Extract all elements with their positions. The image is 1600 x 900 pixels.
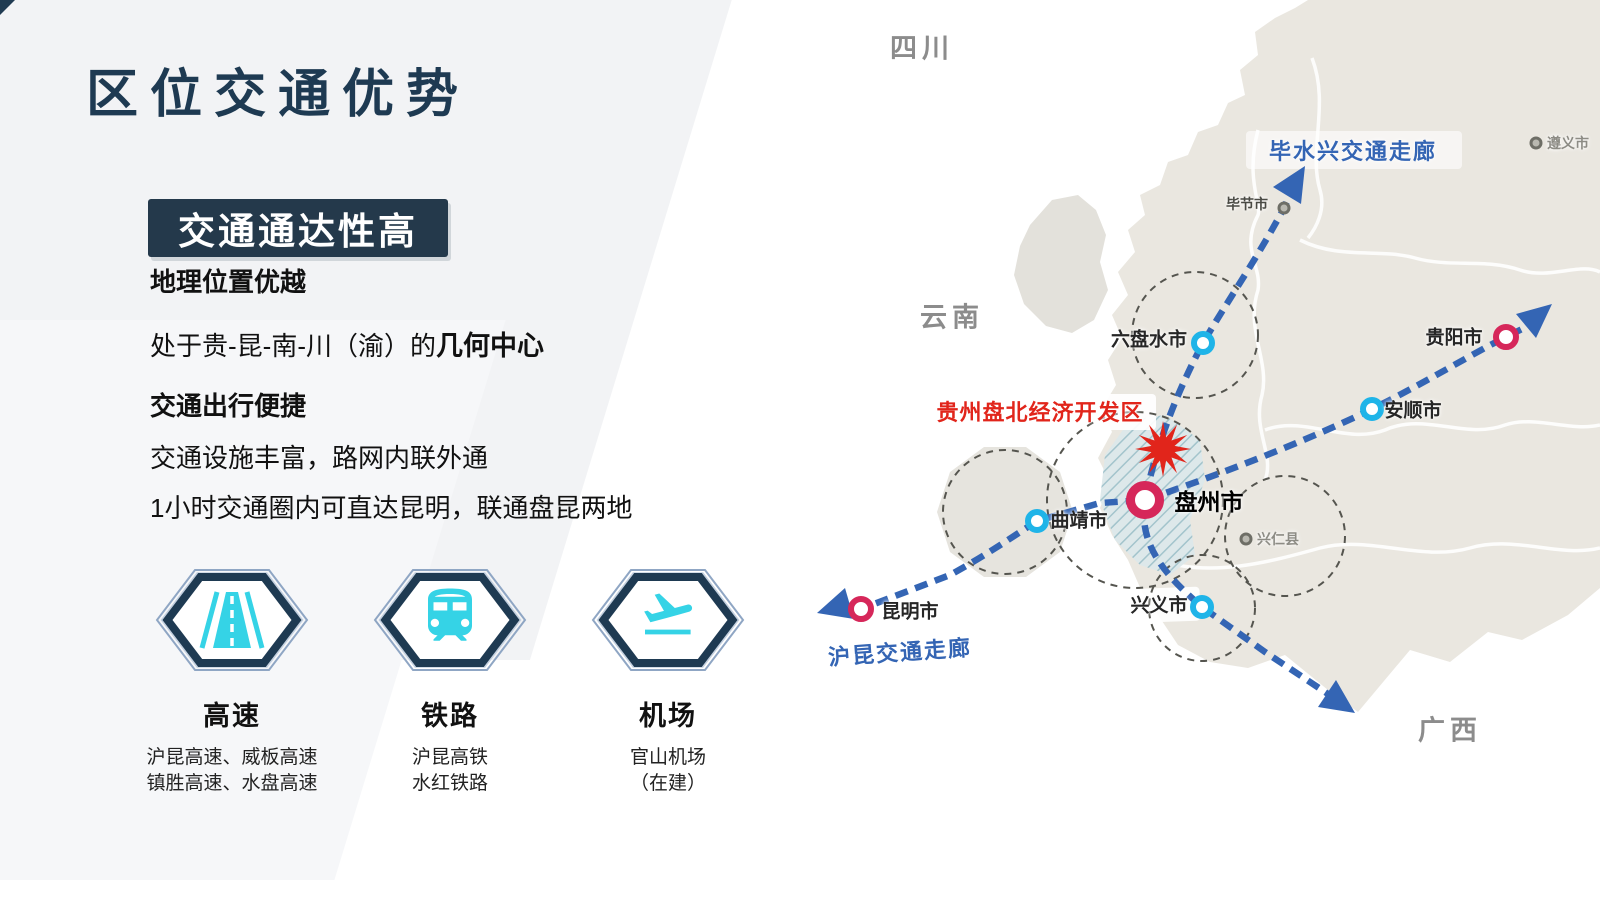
train-icon xyxy=(373,569,527,671)
zone-label: 贵州盘北经济开发区 xyxy=(936,400,1144,425)
city-label-xingren: 兴仁县 xyxy=(1257,531,1299,547)
xingyi-marker xyxy=(1190,595,1214,619)
card-line: 镇胜高速、水盘高速 xyxy=(146,773,318,795)
kunming-marker xyxy=(848,596,874,622)
corridor-label-bishuixing: 毕水兴交通走廊 xyxy=(1268,139,1438,164)
card-airport: 机场 官山机场 （在建） xyxy=(558,550,778,797)
card-line: （在建） xyxy=(629,773,706,795)
city-label-qujing: 曲靖市 xyxy=(1050,510,1108,532)
city-label-panzhou: 盘州市 xyxy=(1174,489,1244,515)
province-label-sichuan: 四川 xyxy=(890,33,954,64)
province-label-guangxi: 广西 xyxy=(1418,715,1482,746)
region-map: 四川 云南 广西 毕水兴交通走廊 沪昆交通走廊 贵州盘北经济开发区 毕节市 遵义… xyxy=(760,0,1600,790)
arrow-southeast xyxy=(1318,680,1355,713)
card-highway: 高速 沪昆高速、威板高速 镇胜高速、水盘高速 xyxy=(122,550,342,797)
card-line: 沪昆高铁 xyxy=(411,747,488,768)
qujing-landmass xyxy=(937,447,1073,577)
zone-star-icon xyxy=(1135,421,1191,477)
city-label-liupanshui: 六盘水市 xyxy=(1110,329,1188,351)
intro-line-geometric-center: 处于贵-昆-南-川（渝）的几何中心 xyxy=(150,324,544,363)
city-label-zunyi: 遵义市 xyxy=(1547,135,1589,151)
card-line: 沪昆高速、威板高速 xyxy=(146,747,318,768)
qujing-marker xyxy=(1025,509,1049,533)
plane-icon xyxy=(591,569,745,671)
guiyang-marker xyxy=(1493,324,1519,350)
hukun-corridor-route xyxy=(834,322,1532,613)
panzhou-marker xyxy=(1126,481,1164,519)
highway-icon xyxy=(155,569,309,671)
section-badge: 交通通达性高 xyxy=(148,199,448,257)
city-label-kunming: 昆明市 xyxy=(881,601,939,623)
zunyi-marker xyxy=(1529,136,1543,150)
intro-heading-location: 地理位置优越 xyxy=(150,267,307,297)
yunnan-landmass xyxy=(1014,195,1108,333)
intro-line-prefix: 处于贵-昆-南-川（渝）的 xyxy=(150,331,436,361)
corner-decoration xyxy=(0,0,15,15)
card-line: 官山机场 xyxy=(629,747,706,768)
intro-line-one-hour: 1小时交通圈内可直达昆明，联通盘昆两地 xyxy=(150,493,633,523)
xingren-marker xyxy=(1239,532,1253,546)
bishuixing-corridor-route xyxy=(1140,181,1330,697)
city-label-xingyi: 兴义市 xyxy=(1130,595,1188,617)
card-title: 高速 xyxy=(203,701,261,731)
arrow-northeast xyxy=(1273,166,1305,204)
map-graphic xyxy=(799,0,1600,713)
intro-heading-travel: 交通出行便捷 xyxy=(150,391,307,421)
arrow-west xyxy=(817,588,854,619)
city-label-guiyang: 贵阳市 xyxy=(1425,327,1483,349)
city-label-bijie: 毕节市 xyxy=(1226,196,1268,212)
liupanshui-marker xyxy=(1191,331,1215,355)
card-title: 铁路 xyxy=(421,701,479,731)
intro-line-network: 交通设施丰富，路网内联外通 xyxy=(150,443,489,473)
guizhou-landmass xyxy=(1098,0,1600,712)
province-label-yunnan: 云南 xyxy=(920,302,984,333)
bijie-marker xyxy=(1277,201,1291,215)
city-label-anshun: 安顺市 xyxy=(1384,400,1442,422)
anshun-marker xyxy=(1360,397,1384,421)
arrow-east xyxy=(1516,304,1552,338)
card-railway: 铁路 沪昆高铁 水红铁路 xyxy=(340,550,560,797)
card-line: 水红铁路 xyxy=(411,773,488,795)
card-title: 机场 xyxy=(639,701,697,731)
page-title: 区位交通优势 xyxy=(86,66,471,124)
intro-line-emphasis: 几何中心 xyxy=(435,331,544,361)
